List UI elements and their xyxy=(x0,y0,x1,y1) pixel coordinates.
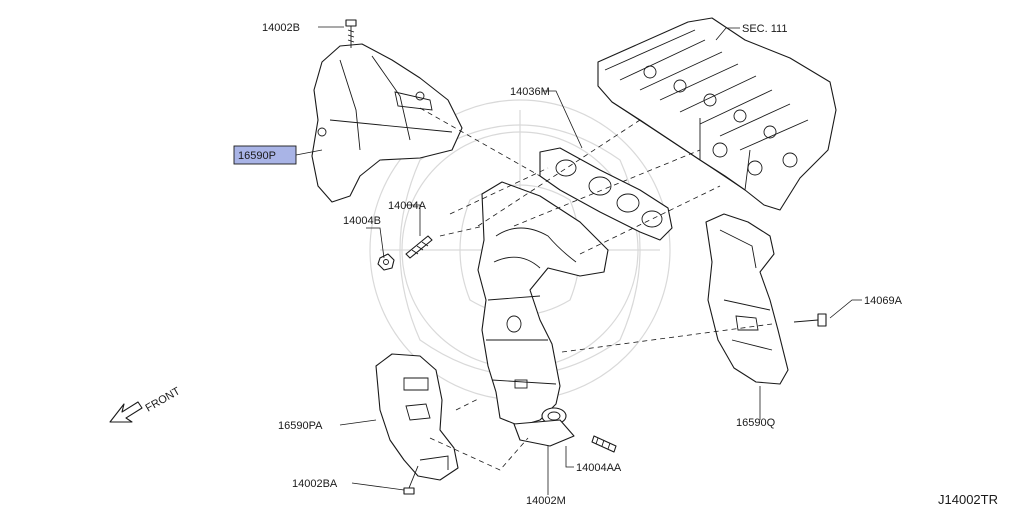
bolt-14069a xyxy=(793,313,827,327)
highlight-box xyxy=(233,145,297,165)
manifold-gasket xyxy=(539,147,673,241)
callout-16590q-text: 16590Q xyxy=(736,417,776,429)
callout-sec111-text: SEC. 111 xyxy=(742,23,787,35)
callout-14002b-text: 14002B xyxy=(262,22,300,34)
callout-14036m-text: 14036M xyxy=(510,86,550,98)
heat-insulator-16590p xyxy=(311,43,463,203)
bolt-14002ba xyxy=(403,465,419,495)
callout-14002m-text: 14002M xyxy=(526,495,566,507)
callout-16590p[interactable]: 16590P xyxy=(233,145,297,165)
heat-insulator-16590q xyxy=(705,213,789,385)
heat-insulator-16590pa xyxy=(375,353,459,481)
callout-16590q[interactable]: 16590Q xyxy=(736,417,776,429)
callout-sec111: SEC. 111 xyxy=(742,23,787,35)
bolt-14002b xyxy=(345,19,357,48)
callout-14002ba-text: 14002BA xyxy=(292,478,338,490)
callout-14004a[interactable]: 14004A xyxy=(388,200,427,212)
figure-code: J14002TR xyxy=(938,492,998,507)
callout-14069a[interactable]: 14069A xyxy=(864,295,903,307)
callout-14004a-text: 14004A xyxy=(388,200,427,212)
callout-14002m[interactable]: 14002M xyxy=(526,495,566,507)
leader-lines xyxy=(295,26,862,495)
cylinder-head xyxy=(597,17,837,211)
callout-16590pa[interactable]: 16590PA xyxy=(278,420,323,432)
assembly-guide-lines xyxy=(419,107,773,471)
callout-labels: 14002B SEC. 111 14036M 16590P 14004A 140… xyxy=(233,22,903,507)
callout-14036m[interactable]: 14036M xyxy=(510,86,550,98)
callout-14004b-text: 14004B xyxy=(343,215,381,227)
callout-14004aa-text: 14004AA xyxy=(576,462,622,474)
exhaust-manifold-14002m xyxy=(477,181,609,447)
callout-16590p-text: 16590P xyxy=(238,150,276,162)
callout-16590pa-text: 16590PA xyxy=(278,420,323,432)
callout-14002b[interactable]: 14002B xyxy=(262,22,300,34)
front-direction-arrow: FRONT xyxy=(109,385,183,423)
stud-14004a xyxy=(405,235,433,259)
callout-14004b[interactable]: 14004B xyxy=(343,215,381,227)
callout-14002ba[interactable]: 14002BA xyxy=(292,478,338,490)
callout-14069a-text: 14069A xyxy=(864,295,903,307)
nut-14004b xyxy=(377,253,395,271)
front-label: FRONT xyxy=(144,385,183,414)
stud-14004aa xyxy=(591,435,617,453)
callout-14004aa[interactable]: 14004AA xyxy=(576,462,622,474)
